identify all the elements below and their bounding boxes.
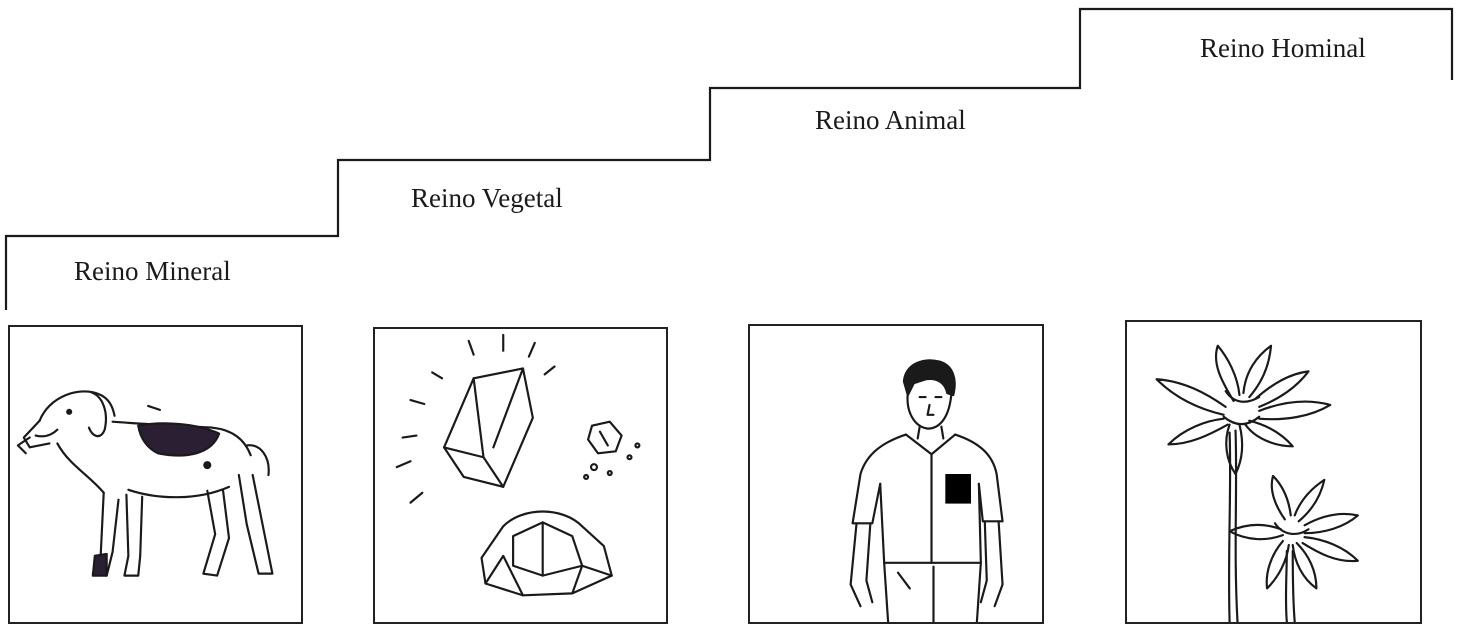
panel-flowers bbox=[1125, 320, 1422, 624]
step-label-mineral: Reino Mineral bbox=[74, 256, 231, 287]
flower-icon bbox=[1127, 322, 1420, 622]
panel-man bbox=[748, 324, 1044, 624]
step-label-hominal: Reino Hominal bbox=[1200, 33, 1366, 64]
step-label-vegetal: Reino Vegetal bbox=[411, 183, 563, 214]
minerals-icon bbox=[375, 329, 666, 622]
man-icon bbox=[750, 326, 1042, 622]
panel-minerals bbox=[373, 327, 668, 624]
panel-dog bbox=[8, 325, 303, 624]
dog-icon bbox=[10, 327, 301, 622]
step-label-animal: Reino Animal bbox=[815, 105, 966, 136]
